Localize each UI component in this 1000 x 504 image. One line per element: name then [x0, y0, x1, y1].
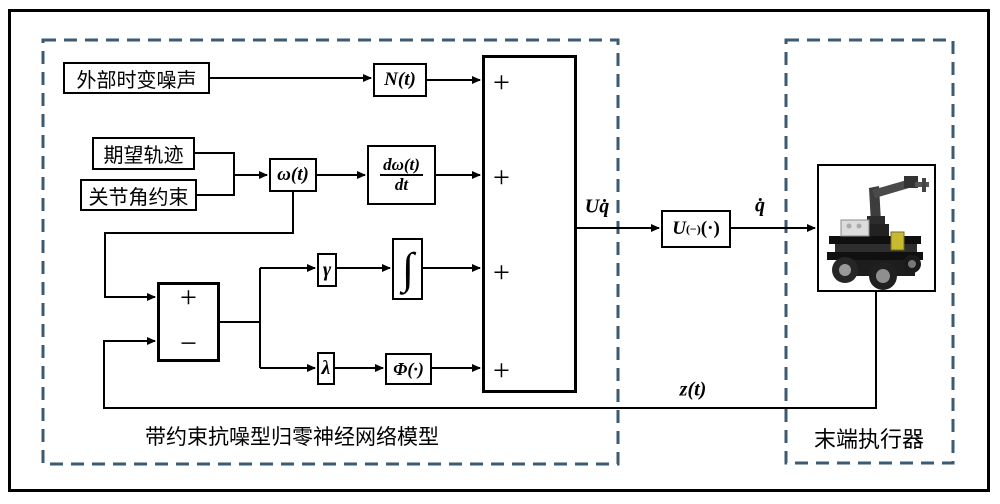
- phi-activation-block: Φ(·): [385, 353, 432, 385]
- robot-arm: [867, 176, 929, 228]
- derivative-denominator: dt: [394, 175, 409, 194]
- znn-model-dashed-box: [41, 38, 620, 466]
- noise-function-label: N(t): [384, 69, 416, 90]
- phi-label: Φ(·): [393, 358, 424, 379]
- wire-omega-to-comparator-plus: [104, 192, 294, 301]
- derivative-block: dω(t) dt: [367, 145, 436, 205]
- gamma-label: γ: [322, 258, 332, 281]
- joint-constraint-block: 关节角约束: [80, 179, 197, 211]
- sum-plus-4: +: [493, 354, 510, 387]
- external-noise-block: 外部时变噪声: [63, 62, 210, 94]
- znn-model-region-label: 带约束抗噪型归零神经网络模型: [145, 426, 439, 449]
- desired-trajectory-block: 期望轨迹: [92, 137, 195, 170]
- comparator-plus-sign: +: [180, 281, 197, 314]
- external-noise-label: 外部时变噪声: [76, 69, 197, 92]
- end-effector-dashed-box: [784, 38, 955, 465]
- inverse-argument: (·): [700, 218, 720, 239]
- wire-feedback-zt: [103, 292, 877, 409]
- gamma-gain-block: γ: [317, 253, 337, 287]
- end-effector-region-label: 末端执行器: [813, 427, 925, 452]
- sum-plus-1: +: [493, 66, 510, 99]
- joint-constraint-label: 关节角约束: [88, 186, 189, 209]
- sum-plus-2: +: [493, 161, 510, 194]
- inverse-superscript: (−): [685, 221, 701, 236]
- joint-velocity-label: q̇: [755, 194, 765, 217]
- robot-image-box: [817, 164, 936, 292]
- integral-block: ∫: [392, 238, 423, 300]
- summation-block: + + + +: [482, 55, 577, 393]
- lambda-label: λ: [321, 357, 331, 379]
- comparator-block: + −: [157, 282, 220, 362]
- derivative-fraction: dω(t) dt: [380, 156, 423, 194]
- desired-trajectory-label: 期望轨迹: [103, 145, 184, 167]
- lambda-gain-block: λ: [317, 352, 335, 385]
- omega-label: ω(t): [277, 164, 309, 185]
- robot-wheels: [832, 255, 921, 290]
- feedback-signal-label: z(t): [679, 378, 707, 401]
- comparator-minus-sign: −: [180, 327, 197, 360]
- mobile-manipulator-image: [827, 176, 929, 290]
- inverse-mapping-block: U(−)(·): [661, 210, 731, 248]
- inverse-base: U: [672, 218, 686, 239]
- sum-plus-3: +: [493, 256, 510, 289]
- noise-function-block: N(t): [373, 63, 427, 97]
- outer-frame: [8, 9, 990, 492]
- integral-icon: ∫: [401, 244, 414, 293]
- derivative-numerator: dω(t): [380, 156, 423, 176]
- omega-block: ω(t): [269, 158, 317, 192]
- sum-output-label: Uq̇: [584, 195, 610, 218]
